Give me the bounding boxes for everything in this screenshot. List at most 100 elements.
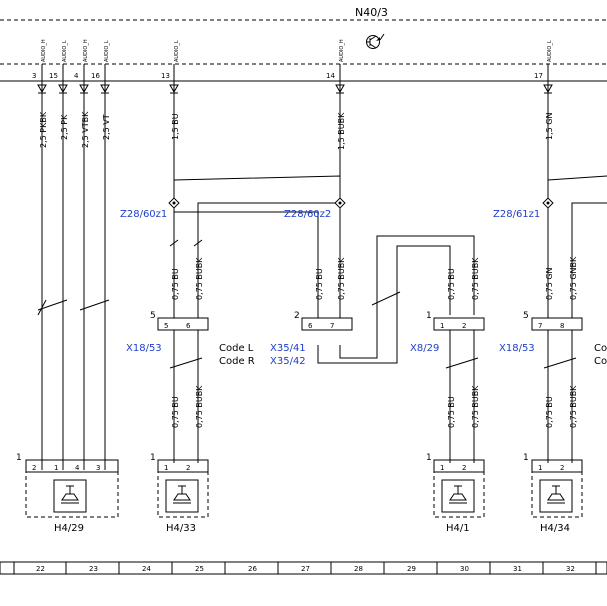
speaker-corner: 1 — [150, 453, 156, 463]
codes: Code L Code R Co Co — [219, 343, 607, 367]
speaker-icon — [61, 485, 79, 504]
pin-number: 17 — [534, 72, 543, 80]
wire-label: 0,75 BUBK — [471, 385, 480, 428]
wire-label: 0,75 BU — [447, 268, 456, 300]
grid-strip: 22 23 24 25 26 27 28 29 30 31 32 — [0, 561, 607, 575]
grid-number: 24 — [142, 565, 151, 573]
pin-number: 16 — [91, 72, 100, 80]
connector-label: X35/41 — [270, 343, 306, 354]
code-label: Code L — [219, 343, 254, 354]
speaker-label: H4/34 — [540, 523, 570, 534]
module-pins: 3 AUDIO_H 2,5 PKBK 15 AUDIO_L 2,5 PK 4 A… — [32, 39, 554, 470]
wire-label: 2,5 PKBK — [39, 111, 48, 148]
speaker-h4-1: 1 1 2 H4/1 — [426, 453, 485, 534]
connector-pin: 6 — [186, 322, 191, 330]
speaker-label: H4/29 — [54, 523, 84, 534]
grid-number: 27 — [301, 565, 310, 573]
speaker-label: H4/33 — [166, 523, 196, 534]
wire-label: 1,5 BU — [171, 113, 180, 140]
grid-number: 30 — [460, 565, 469, 573]
speaker-h4-33: 1 1 2 H4/33 — [150, 453, 209, 534]
wire-label: 0,75 BU — [545, 396, 554, 428]
speaker-pin: 4 — [75, 464, 80, 472]
speaker-label: H4/1 — [446, 523, 470, 534]
amplifier-transistor-icon — [366, 33, 385, 49]
speaker-pin: 1 — [54, 464, 58, 472]
grid-number: 29 — [407, 565, 416, 573]
wire-label: 0,75 BU — [171, 268, 180, 300]
branch-wires: 0,75 BU 0,75 BUBK 0,75 BU 0,75 BUBK 0,75… — [37, 239, 578, 318]
connector-x18-53-left: 5 5 6 X18/53 — [126, 311, 209, 354]
connector-x18-53-right: 5 7 8 X18/53 — [499, 311, 583, 354]
speaker-pin: 2 — [462, 464, 466, 472]
speaker-h4-34: 1 1 2 H4/34 — [523, 453, 583, 534]
connector-corner: 1 — [426, 311, 432, 321]
wire-label: 0,75 BUBK — [569, 385, 578, 428]
connector-pin: 2 — [462, 322, 466, 330]
grid-number: 28 — [354, 565, 363, 573]
wire-label: 0,75 BUBK — [471, 257, 480, 300]
pin-number: 3 — [32, 72, 36, 80]
speaker-h4-29: 1 2 1 4 3 H4/29 — [16, 453, 119, 534]
module-n40-3: N40/3 — [0, 6, 607, 82]
grid-number: 31 — [513, 565, 522, 573]
pin-signal: AUDIO_L — [62, 40, 68, 62]
code-label: Code R — [219, 356, 255, 367]
grid-number: 25 — [195, 565, 204, 573]
grid-number: 26 — [248, 565, 257, 573]
pin-signal: AUDIO_L — [547, 40, 553, 62]
grid-number: 23 — [89, 565, 98, 573]
speaker-icon — [173, 485, 191, 504]
grid-number: 22 — [36, 565, 45, 573]
connector-pin: 1 — [440, 322, 444, 330]
wire-label: 0,75 BU — [315, 268, 324, 300]
connector-corner: 5 — [150, 311, 156, 321]
wire-label: 0,75 BUBK — [195, 385, 204, 428]
speaker-pin: 2 — [32, 464, 36, 472]
splice-routing: Z28/60z1 Z28/60z2 Z28/61z1 — [120, 175, 607, 364]
pin-number: 13 — [161, 72, 170, 80]
pin-number: 4 — [74, 72, 79, 80]
pin-signal: AUDIO_L — [104, 40, 110, 62]
speaker-pin: 2 — [186, 464, 190, 472]
pin-number: 15 — [49, 72, 58, 80]
splice-label: Z28/60z1 — [120, 209, 167, 220]
connector-label: X18/53 — [499, 343, 535, 354]
splice-label: Z28/61z1 — [493, 209, 540, 220]
code-label: Co — [594, 343, 607, 354]
speaker-pin: 1 — [164, 464, 168, 472]
wire-label: 0,75 BU — [171, 396, 180, 428]
connector-x35-41: 2 6 7 X35/41 X35/42 — [270, 311, 353, 367]
splice-label: Z28/60z2 — [284, 209, 331, 220]
code-label: Co — [594, 356, 607, 367]
grid-number: 32 — [566, 565, 575, 573]
pin-signal: AUDIO_L — [174, 40, 180, 62]
speaker-icon — [547, 485, 565, 504]
pin-signal: AUDIO_H — [83, 39, 89, 62]
connector-pin: 8 — [560, 322, 564, 330]
connector-label: X35/42 — [270, 356, 306, 367]
speaker-corner: 1 — [426, 453, 432, 463]
speaker-corner: 1 — [523, 453, 529, 463]
connector-corner: 2 — [294, 311, 300, 321]
connector-pin: 7 — [330, 322, 334, 330]
wire-label: 2,5 PK — [60, 114, 69, 140]
speaker-pin: 3 — [96, 464, 100, 472]
pin-signal: AUDIO_H — [41, 39, 47, 62]
wire-label: 0,75 BU — [447, 396, 456, 428]
wire-label: 0,75 BUBK — [195, 257, 204, 300]
connector-label: X18/53 — [126, 343, 162, 354]
speaker-corner: 1 — [16, 453, 22, 463]
wire-label: 0,75 BUBK — [337, 257, 346, 300]
wire-label: 1,5 BUBK — [337, 112, 346, 150]
wire-label: 2,5 VTBK — [81, 111, 90, 148]
connector-corner: 5 — [523, 311, 529, 321]
wire-label: 0,75 GN — [545, 267, 554, 300]
wire-label: 0,75 GNBK — [569, 256, 578, 300]
connector-label: X8/29 — [410, 343, 439, 354]
pin-signal: AUDIO_H — [339, 39, 345, 62]
connector-pin: 7 — [538, 322, 542, 330]
speaker-pin: 2 — [560, 464, 564, 472]
connector-x8-29: 1 1 2 X8/29 — [410, 311, 485, 354]
